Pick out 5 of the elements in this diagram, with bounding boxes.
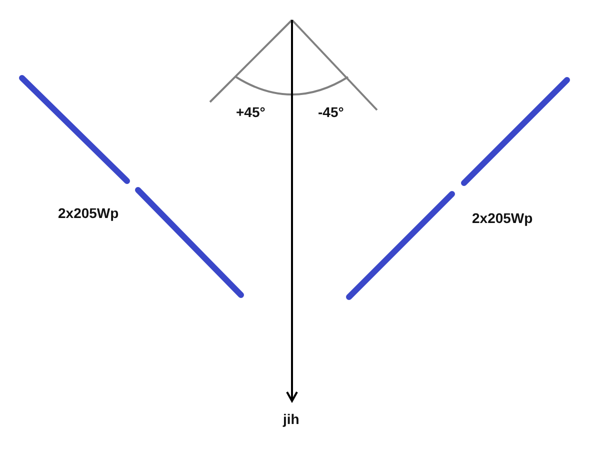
power-label: 2x205Wp <box>472 210 533 226</box>
angle-label: +45° <box>236 104 266 120</box>
direction-label: jih <box>283 411 300 427</box>
angle-label: -45° <box>318 104 344 120</box>
power-label: 2x205Wp <box>58 205 119 221</box>
